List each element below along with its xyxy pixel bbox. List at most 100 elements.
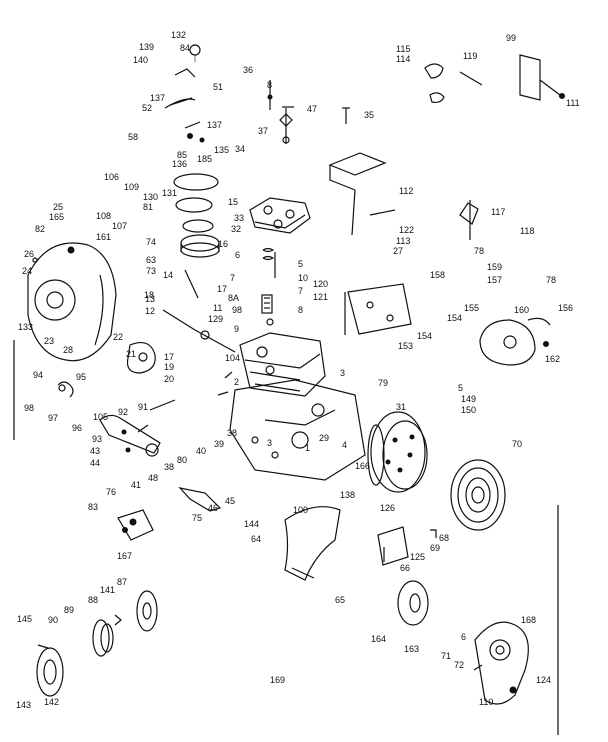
label-7b: 7 [298, 286, 303, 296]
label-110: 110 [479, 697, 493, 707]
label-36: 36 [243, 65, 253, 75]
label-131: 131 [162, 188, 177, 198]
label-4: 4 [342, 440, 347, 450]
label-10: 10 [298, 273, 308, 283]
label-94: 94 [33, 370, 43, 380]
label-97: 97 [48, 413, 58, 423]
label-33: 33 [234, 213, 244, 223]
label-98: 98 [232, 305, 242, 315]
part-crankcase [229, 379, 366, 481]
label-112: 112 [399, 186, 413, 196]
label-89: 89 [64, 605, 74, 615]
label-150: 150 [461, 405, 476, 415]
part-valve-spring [261, 247, 276, 326]
label-71: 71 [441, 651, 451, 661]
part-rewind-starter-168 [473, 621, 529, 705]
label-159: 159 [487, 262, 502, 272]
label-16: 16 [218, 239, 228, 249]
label-37: 37 [258, 126, 268, 136]
label-8A: 8A [228, 293, 239, 303]
label-46: 46 [208, 503, 218, 513]
callout-labels: 132 84 139 140 137 51 52 58 137 85 136 1… [16, 30, 580, 710]
label-120: 120 [313, 279, 328, 289]
label-158: 158 [430, 270, 445, 280]
label-21: 21 [126, 349, 136, 359]
label-6: 6 [235, 250, 240, 260]
label-105: 105 [93, 412, 108, 422]
label-109: 109 [124, 182, 139, 192]
label-165: 165 [49, 212, 64, 222]
label-93: 93 [92, 434, 102, 444]
label-2: 2 [234, 377, 239, 387]
label-154b: 154 [417, 331, 432, 341]
label-41: 41 [131, 480, 141, 490]
label-121: 121 [313, 292, 328, 302]
label-149: 149 [461, 394, 476, 404]
label-22: 22 [113, 332, 123, 342]
label-80: 80 [177, 455, 187, 465]
label-52: 52 [142, 103, 152, 113]
label-45: 45 [225, 496, 235, 506]
label-51: 51 [213, 82, 223, 92]
label-34: 34 [235, 144, 245, 154]
label-58: 58 [128, 132, 138, 142]
label-64: 64 [251, 534, 261, 544]
part-throttle-rod [184, 121, 205, 143]
part-baffle-65 [284, 506, 341, 581]
label-13: 13 [145, 294, 155, 304]
label-92: 92 [118, 407, 128, 417]
part-gear-shaft [99, 399, 176, 457]
label-104: 104 [225, 353, 240, 363]
label-136: 136 [172, 159, 187, 169]
label-18: 18 [144, 290, 154, 300]
label-70: 70 [512, 439, 522, 449]
label-118: 118 [520, 226, 534, 236]
label-139: 139 [139, 42, 154, 52]
label-113: 113 [396, 236, 410, 246]
label-81: 81 [143, 202, 153, 212]
label-5b: 5 [458, 383, 463, 393]
label-130: 130 [143, 192, 158, 202]
label-6b: 6 [461, 632, 466, 642]
label-153: 153 [398, 341, 413, 351]
label-122: 122 [399, 225, 414, 235]
part-muffler [126, 342, 156, 374]
part-plate-126 [377, 526, 437, 566]
label-72: 72 [454, 660, 464, 670]
label-99: 99 [506, 33, 516, 43]
label-117: 117 [491, 207, 505, 217]
label-96: 96 [72, 423, 82, 433]
label-137: 137 [150, 93, 165, 103]
label-83: 83 [88, 502, 98, 512]
label-3b: 3 [267, 438, 272, 448]
label-95: 95 [76, 372, 86, 382]
part-rings-stack [173, 173, 220, 258]
part-recoil-pulley [92, 590, 158, 657]
label-167: 167 [117, 551, 132, 561]
label-124: 124 [536, 675, 551, 685]
label-9: 9 [234, 324, 239, 334]
label-185: 185 [197, 154, 212, 164]
label-119: 119 [463, 51, 477, 61]
label-107: 107 [112, 221, 127, 231]
label-17b: 17 [164, 352, 174, 362]
part-blower-housing [27, 242, 117, 362]
label-144: 144 [244, 519, 259, 529]
label-84: 84 [180, 43, 190, 53]
part-spring-clip-top [164, 44, 201, 109]
part-spring-94 [57, 381, 74, 398]
label-73: 73 [146, 266, 156, 276]
label-66: 66 [400, 563, 410, 573]
label-129: 129 [208, 314, 223, 324]
label-63: 63 [146, 255, 156, 265]
label-43: 43 [90, 446, 100, 456]
label-132: 132 [171, 30, 186, 40]
label-17: 17 [217, 284, 227, 294]
part-flywheel-166 [367, 411, 428, 493]
label-65: 65 [335, 595, 345, 605]
label-160: 160 [514, 305, 529, 315]
label-88: 88 [88, 595, 98, 605]
label-91: 91 [138, 402, 148, 412]
label-8: 8 [267, 80, 272, 90]
